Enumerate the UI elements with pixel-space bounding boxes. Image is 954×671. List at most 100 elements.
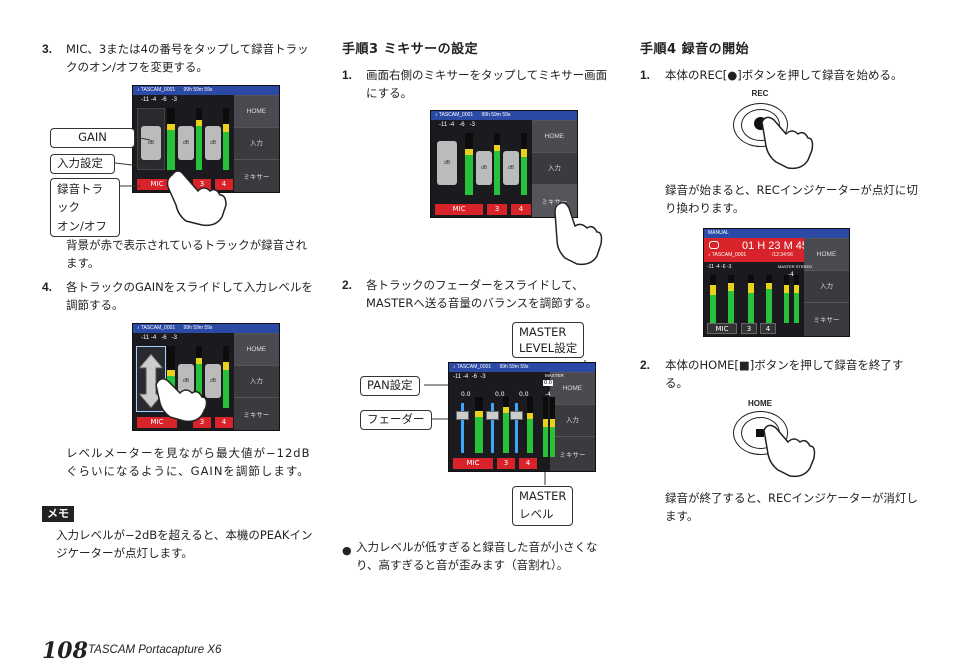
home-label: HOME <box>748 399 772 408</box>
status-bar: MANUAL <box>704 229 849 238</box>
mixer-button[interactable]: ミキサー <box>549 436 595 471</box>
rec-time-panel <box>704 238 804 262</box>
gain-slider[interactable]: dB <box>503 151 519 185</box>
hand-pointer-icon <box>761 116 814 170</box>
master-meter-l <box>784 275 789 323</box>
track-mic-button[interactable]: MIC <box>137 417 177 428</box>
screenshot-mixer: ♪ TASCAM_0001 99h 59m 59s HOME 入力 ミキサー -… <box>448 362 596 472</box>
track-4-button[interactable]: 4 <box>519 458 537 469</box>
level-meter <box>223 108 229 170</box>
home-button[interactable]: HOME <box>233 333 279 365</box>
home-button[interactable]: HOME <box>804 238 849 270</box>
fader-knob[interactable] <box>486 411 499 420</box>
master-meter-r <box>794 275 799 323</box>
track-mic-button[interactable]: MIC <box>435 204 483 215</box>
home-button[interactable]: HOME <box>233 95 279 127</box>
level-readout: -11 -4 -6 -3 <box>141 335 177 341</box>
memo-label: メモ <box>42 506 74 522</box>
input-button[interactable]: 入力 <box>549 404 595 436</box>
level-meter <box>465 133 473 195</box>
master-meter-r <box>550 397 555 457</box>
track-mic-button[interactable]: MIC <box>707 323 737 334</box>
level-meter <box>494 133 500 195</box>
track-4-button[interactable]: 4 <box>760 323 776 334</box>
gain-slider[interactable]: dB <box>178 126 194 160</box>
gain-slider[interactable]: dB <box>205 126 221 160</box>
step-text: 各トラックのGAINをスライドして入力レベルを調節する。 <box>66 280 313 313</box>
master-level-value[interactable]: 0.0 <box>543 380 553 386</box>
track-4-button[interactable]: 4 <box>215 417 233 428</box>
fader-track <box>461 403 464 453</box>
step-number: 1. <box>342 68 353 82</box>
gain-slider[interactable]: dB <box>205 364 221 398</box>
level-meter <box>710 275 716 323</box>
clock: /12:34:56 <box>772 252 793 258</box>
level-readout: -11 -4 -6 -3 <box>439 122 475 128</box>
level-meter <box>167 108 175 170</box>
input-button[interactable]: 入力 <box>531 152 577 184</box>
file-name: ♪ TASCAM_0001 <box>708 252 747 258</box>
track-3-button[interactable]: 3 <box>193 179 211 190</box>
track-3-button[interactable]: 3 <box>487 204 507 215</box>
status-bar: ♪ TASCAM_0001 99h 59m 59s <box>449 363 595 372</box>
master-db: -4 <box>788 271 794 278</box>
bullet-icon: ● <box>342 544 352 557</box>
hand-pointer-icon <box>155 378 208 423</box>
screenshot-track-select: ♪ TASCAM_0001 99h 59m 59s HOME 入力 ミキサー -… <box>132 85 280 193</box>
track-3-button[interactable]: 3 <box>193 417 211 428</box>
rec-indicator-icon <box>709 241 719 249</box>
level-meter <box>196 108 202 170</box>
note-text: レベルメーターを見ながら最大値が−12dBぐらいになるように、GAINを調節しま… <box>66 446 311 479</box>
level-meter <box>196 346 202 408</box>
track-4-button[interactable]: 4 <box>511 204 531 215</box>
level-readout: -11 -4 -6 -3 <box>707 264 732 270</box>
mixer-button[interactable]: ミキサー <box>233 397 279 430</box>
stop-square-icon <box>756 429 764 437</box>
master-stereo-label: MASTER STEREO <box>778 264 813 269</box>
hand-pointer-icon <box>554 201 603 266</box>
mixer-button[interactable]: ミキサー <box>233 159 279 192</box>
fader-knob[interactable] <box>456 411 469 420</box>
track-3-button[interactable]: 3 <box>497 458 515 469</box>
bullet-text: 入力レベルが低すぎると録音した音が小さくなり、高すぎると音が歪みます（音割れ）。 <box>356 540 598 573</box>
gain-slider[interactable]: dB <box>141 126 161 160</box>
step-number: 4. <box>42 280 53 294</box>
page-number: 108 <box>42 638 88 664</box>
fader-knob[interactable] <box>510 411 523 420</box>
track-mic-button[interactable]: MIC <box>453 458 493 469</box>
gain-slider[interactable]: dB <box>476 151 492 185</box>
status-bar: ♪ TASCAM_0001 99h 59m 59s <box>431 111 577 120</box>
step-number: 3. <box>42 42 53 56</box>
level-meter <box>521 133 527 195</box>
gain-slider[interactable]: dB <box>178 364 194 398</box>
screenshot-open-mixer: ♪ TASCAM_0001 99h 59m 59s HOME 入力 ミキサー -… <box>430 110 578 218</box>
track-4-button[interactable]: 4 <box>215 179 233 190</box>
callout-master-level: MASTER レベル <box>512 486 574 526</box>
track-3-button[interactable]: 3 <box>741 323 757 334</box>
gain-slider[interactable]: dB <box>437 141 457 185</box>
mixer-button[interactable]: ミキサー <box>804 302 849 336</box>
step-text: 各トラックのフェーダーをスライドして、MASTERへ送る音量のバランスを調節する… <box>366 278 598 311</box>
home-button[interactable]: HOME <box>549 372 595 404</box>
input-button[interactable]: 入力 <box>804 270 849 302</box>
input-button[interactable]: 入力 <box>233 127 279 159</box>
input-button[interactable]: 入力 <box>233 365 279 397</box>
footer-title: TASCAM Portacapture X6 <box>88 644 222 656</box>
rec-label: REC <box>751 89 769 98</box>
arrow-up-down-icon <box>139 354 163 408</box>
callout-gain: GAIN <box>50 128 135 148</box>
home-button[interactable]: HOME <box>531 120 577 152</box>
status-bar: ♪ TASCAM_0001 99h 59m 59s <box>133 86 279 95</box>
level-meter <box>728 275 734 323</box>
fader-track <box>515 403 518 453</box>
track-mic-button[interactable]: MIC <box>137 179 177 190</box>
rec-elapsed-time: 01 H 23 M 45 S <box>742 240 819 252</box>
pan-value[interactable]: 0.0 <box>519 391 529 398</box>
note-text: 録音が終了すると、RECインジケーターが消灯します。 <box>665 491 918 524</box>
step-text: MIC、3または4の番号をタップして録音トラックのオン/オフを変更する。 <box>66 42 309 75</box>
step-text: 本体のHOME[■]ボタンを押して録音を終了する。 <box>665 358 904 391</box>
level-readout: -11 -4 -6 -3 <box>453 374 486 380</box>
fader-track <box>491 403 494 453</box>
pan-value[interactable]: 0.0 <box>461 391 471 398</box>
pan-value[interactable]: 0.0 <box>495 391 505 398</box>
